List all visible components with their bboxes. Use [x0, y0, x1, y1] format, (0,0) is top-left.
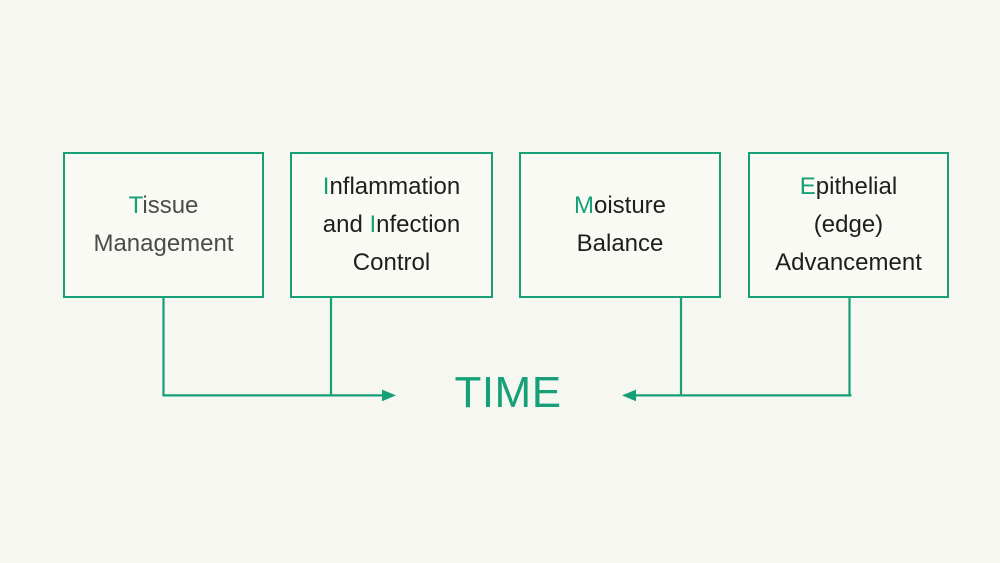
arrow-right-icon — [382, 389, 396, 402]
text-line: (edge) — [775, 206, 922, 244]
box-inflammation-infection-control: Inflammation and Infection Control — [290, 152, 493, 298]
box-inflammation-infection-control-text: Inflammation and Infection Control — [323, 168, 460, 282]
box-moisture-balance-text: Moisture Balance — [574, 187, 666, 263]
text-line: and Infection — [323, 206, 460, 244]
arrow-left-icon — [622, 389, 636, 402]
text-line: Moisture — [574, 187, 666, 225]
highlight-letter: T — [128, 192, 143, 219]
text-line: Management — [93, 225, 233, 263]
text-segment: oisture — [593, 192, 667, 219]
text-line: Inflammation — [323, 168, 460, 206]
text-segment: Balance — [576, 230, 664, 257]
text-line: Tissue — [93, 187, 233, 225]
text-line: Advancement — [775, 244, 922, 282]
text-segment: issue — [142, 192, 199, 219]
text-segment: and — [322, 211, 370, 238]
box-epithelial-advancement: Epithelial (edge) Advancement — [748, 152, 949, 298]
box-epithelial-advancement-text: Epithelial (edge) Advancement — [775, 168, 922, 282]
text-segment: Management — [93, 230, 234, 257]
text-segment: pithelial — [815, 173, 898, 200]
text-segment: Advancement — [775, 249, 922, 276]
box-tissue-management: Tissue Management — [63, 152, 264, 298]
box-moisture-balance: Moisture Balance — [519, 152, 721, 298]
text-segment: Control — [352, 249, 431, 276]
text-line: Control — [323, 244, 460, 282]
highlight-letter: I — [369, 211, 377, 238]
text-line: Epithelial — [775, 168, 922, 206]
time-label: TIME — [454, 368, 562, 417]
box-tissue-management-text: Tissue Management — [93, 187, 233, 263]
highlight-letter: I — [322, 173, 330, 200]
text-line: Balance — [574, 225, 666, 263]
text-segment: nflammation — [329, 173, 461, 200]
highlight-letter: M — [573, 192, 594, 219]
text-segment: nfection — [376, 211, 461, 238]
text-segment: (edge) — [813, 211, 884, 238]
highlight-letter: E — [799, 173, 816, 200]
